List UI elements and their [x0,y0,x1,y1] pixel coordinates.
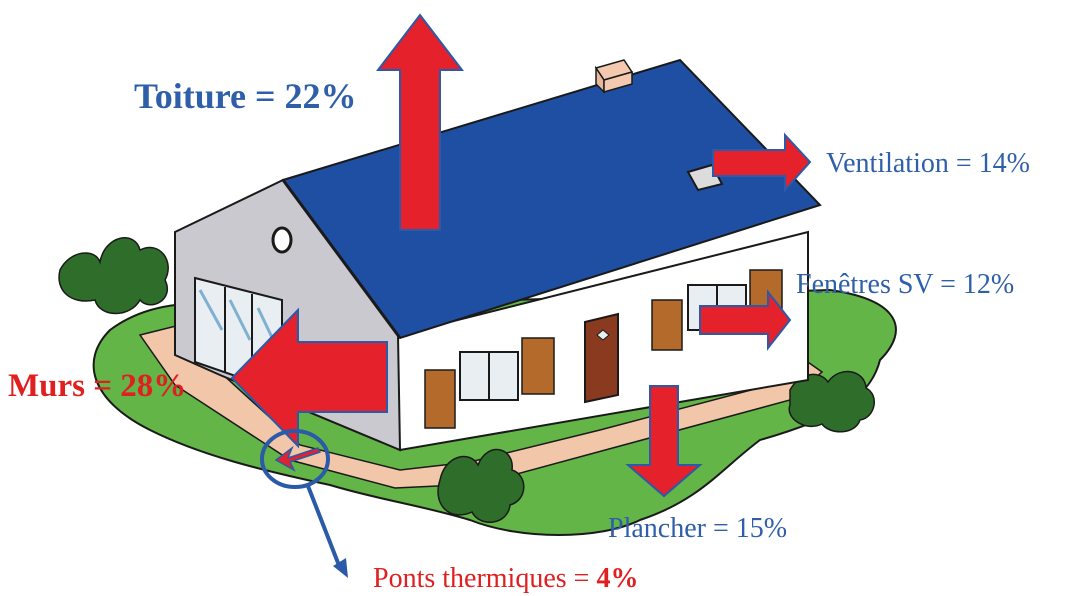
bush-right [788,370,875,433]
arrow-ventilation [712,132,812,193]
label-plancher: Plancher = 15% [608,513,788,544]
arrow-toiture [375,13,465,231]
thermal-bridge-pointer [306,485,348,578]
bush-front [437,448,525,523]
label-ventilation: Ventilation = 14% [826,148,1030,179]
oval-window [271,226,293,254]
arrow-plancher [625,385,703,498]
label-ponts-thermiques: Ponts thermiques = 4% [373,565,638,593]
thermal-bridge-marker [260,429,330,489]
label-toiture: Toiture = 22% [134,76,357,116]
chimney [594,59,634,94]
front-window-left [424,337,555,429]
arrow-fenetres [699,289,792,351]
label-ponts-value: 4% [596,563,639,594]
arrow-murs [230,307,388,449]
bush-left [58,237,169,315]
label-ponts-text: Ponts thermiques = [373,563,597,594]
label-fenetres: Fenêtres SV = 12% [796,269,1015,300]
label-murs: Murs = 28% [8,368,187,404]
front-door [584,312,619,404]
